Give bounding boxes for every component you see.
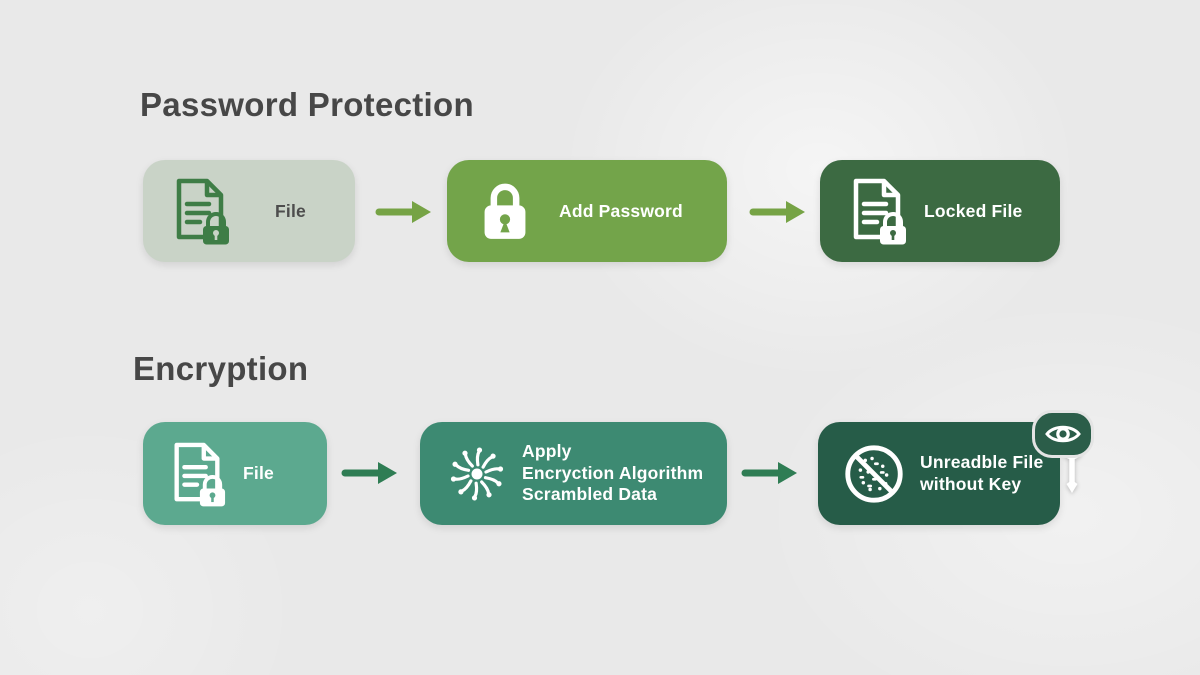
arrow-right-icon: [749, 199, 807, 225]
file-lock-icon: [169, 177, 231, 245]
step-label-line: without Key: [920, 473, 1022, 494]
step-label: Apply Encryction Algorithm Scrambled Dat…: [522, 441, 703, 506]
step-label-line: Scrambled Data: [522, 484, 658, 505]
arrow-right-icon: [741, 460, 799, 486]
file-lock-icon: [846, 177, 908, 245]
step-label-line: Encryction Algorithm: [522, 462, 704, 483]
step-box-add-password: Add Password: [447, 160, 727, 262]
eye-icon: [1044, 422, 1082, 446]
step-label: File: [243, 463, 274, 483]
step-label: Unreadble File without Key: [920, 452, 1043, 495]
arrow-right-icon: [375, 199, 433, 225]
arrow-right-icon: [341, 460, 399, 486]
section-title-password-protection: Password Protection: [140, 86, 474, 123]
padlock-icon: [479, 179, 531, 243]
step-label: File: [275, 200, 306, 221]
step-box-apply-encryption: Apply Encryction Algorithm Scrambled Dat…: [420, 422, 727, 525]
step-box-file: File: [143, 160, 355, 262]
file-lock-icon: [167, 441, 227, 507]
step-label-line: Unreadble File: [920, 451, 1044, 472]
eye-badge: [1032, 410, 1094, 458]
section-title-encryption: Encryption: [133, 350, 309, 387]
step-box-locked-file: Locked File: [820, 160, 1060, 262]
step-box-file: File: [143, 422, 327, 525]
no-read-icon: [840, 440, 908, 508]
scramble-burst-icon: [446, 443, 508, 505]
step-label: Locked File: [924, 200, 1023, 221]
step-label-line: Apply: [522, 440, 572, 461]
step-box-unreadable-file: Unreadble File without Key: [818, 422, 1060, 525]
step-label: Add Password: [559, 200, 683, 221]
